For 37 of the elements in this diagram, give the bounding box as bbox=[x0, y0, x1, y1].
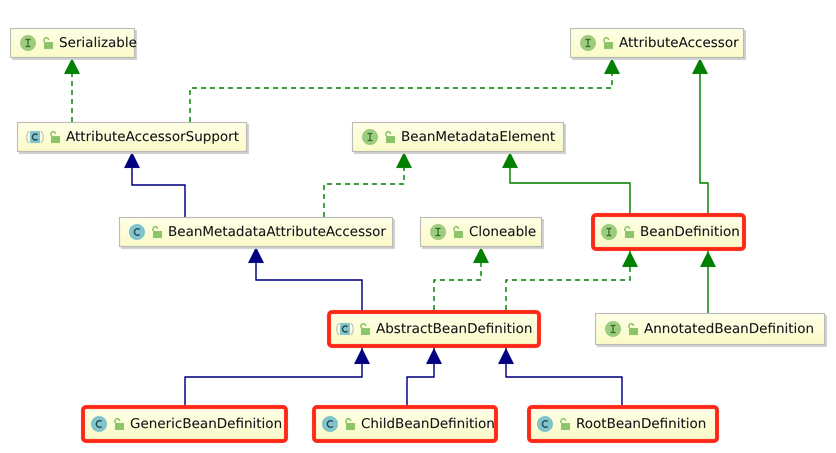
highlighted-class-box bbox=[327, 310, 541, 348]
inheritance-arrow bbox=[692, 58, 709, 213]
inheritance-arrow bbox=[124, 152, 186, 217]
class-name: GenericBeanDefinition bbox=[130, 416, 282, 432]
class-box bbox=[420, 217, 542, 247]
class-box bbox=[119, 217, 393, 247]
class-name: BeanDefinition bbox=[640, 224, 740, 240]
highlighted-class-box bbox=[591, 213, 746, 251]
class-name: ChildBeanDefinition bbox=[361, 416, 495, 432]
inheritance-arrow bbox=[700, 251, 716, 313]
inheritance-arrow bbox=[248, 247, 363, 310]
class-name: Cloneable bbox=[469, 224, 536, 240]
class-name: BeanMetadataElement bbox=[401, 129, 556, 145]
inheritance-arrow bbox=[498, 348, 623, 405]
inheritance-arrow bbox=[406, 348, 442, 405]
highlighted-class-box bbox=[312, 405, 498, 443]
realization-arrow bbox=[64, 58, 80, 122]
class-name: AttributeAccessor bbox=[619, 35, 739, 51]
class-name: RootBeanDefinition bbox=[576, 416, 706, 432]
class-name: AttributeAccessorSupport bbox=[66, 129, 240, 145]
highlighted-class-box bbox=[527, 405, 719, 443]
class-name: AbstractBeanDefinition bbox=[376, 321, 532, 337]
class-box bbox=[570, 28, 744, 58]
class-name: Serializable bbox=[59, 35, 137, 51]
class-box bbox=[17, 122, 247, 152]
realization-arrow bbox=[505, 251, 638, 310]
inheritance-arrow bbox=[184, 348, 370, 405]
class-name: BeanMetadataAttributeAccessor bbox=[168, 224, 386, 240]
realization-arrow bbox=[433, 247, 489, 310]
highlighted-class-box bbox=[81, 405, 288, 443]
inheritance-arrow bbox=[502, 152, 631, 213]
realization-arrow bbox=[189, 58, 620, 122]
class-name: AnnotatedBeanDefinition bbox=[644, 321, 814, 337]
class-box bbox=[352, 122, 564, 152]
realization-arrow bbox=[323, 152, 412, 217]
class-box bbox=[595, 313, 825, 345]
class-box bbox=[10, 28, 135, 58]
